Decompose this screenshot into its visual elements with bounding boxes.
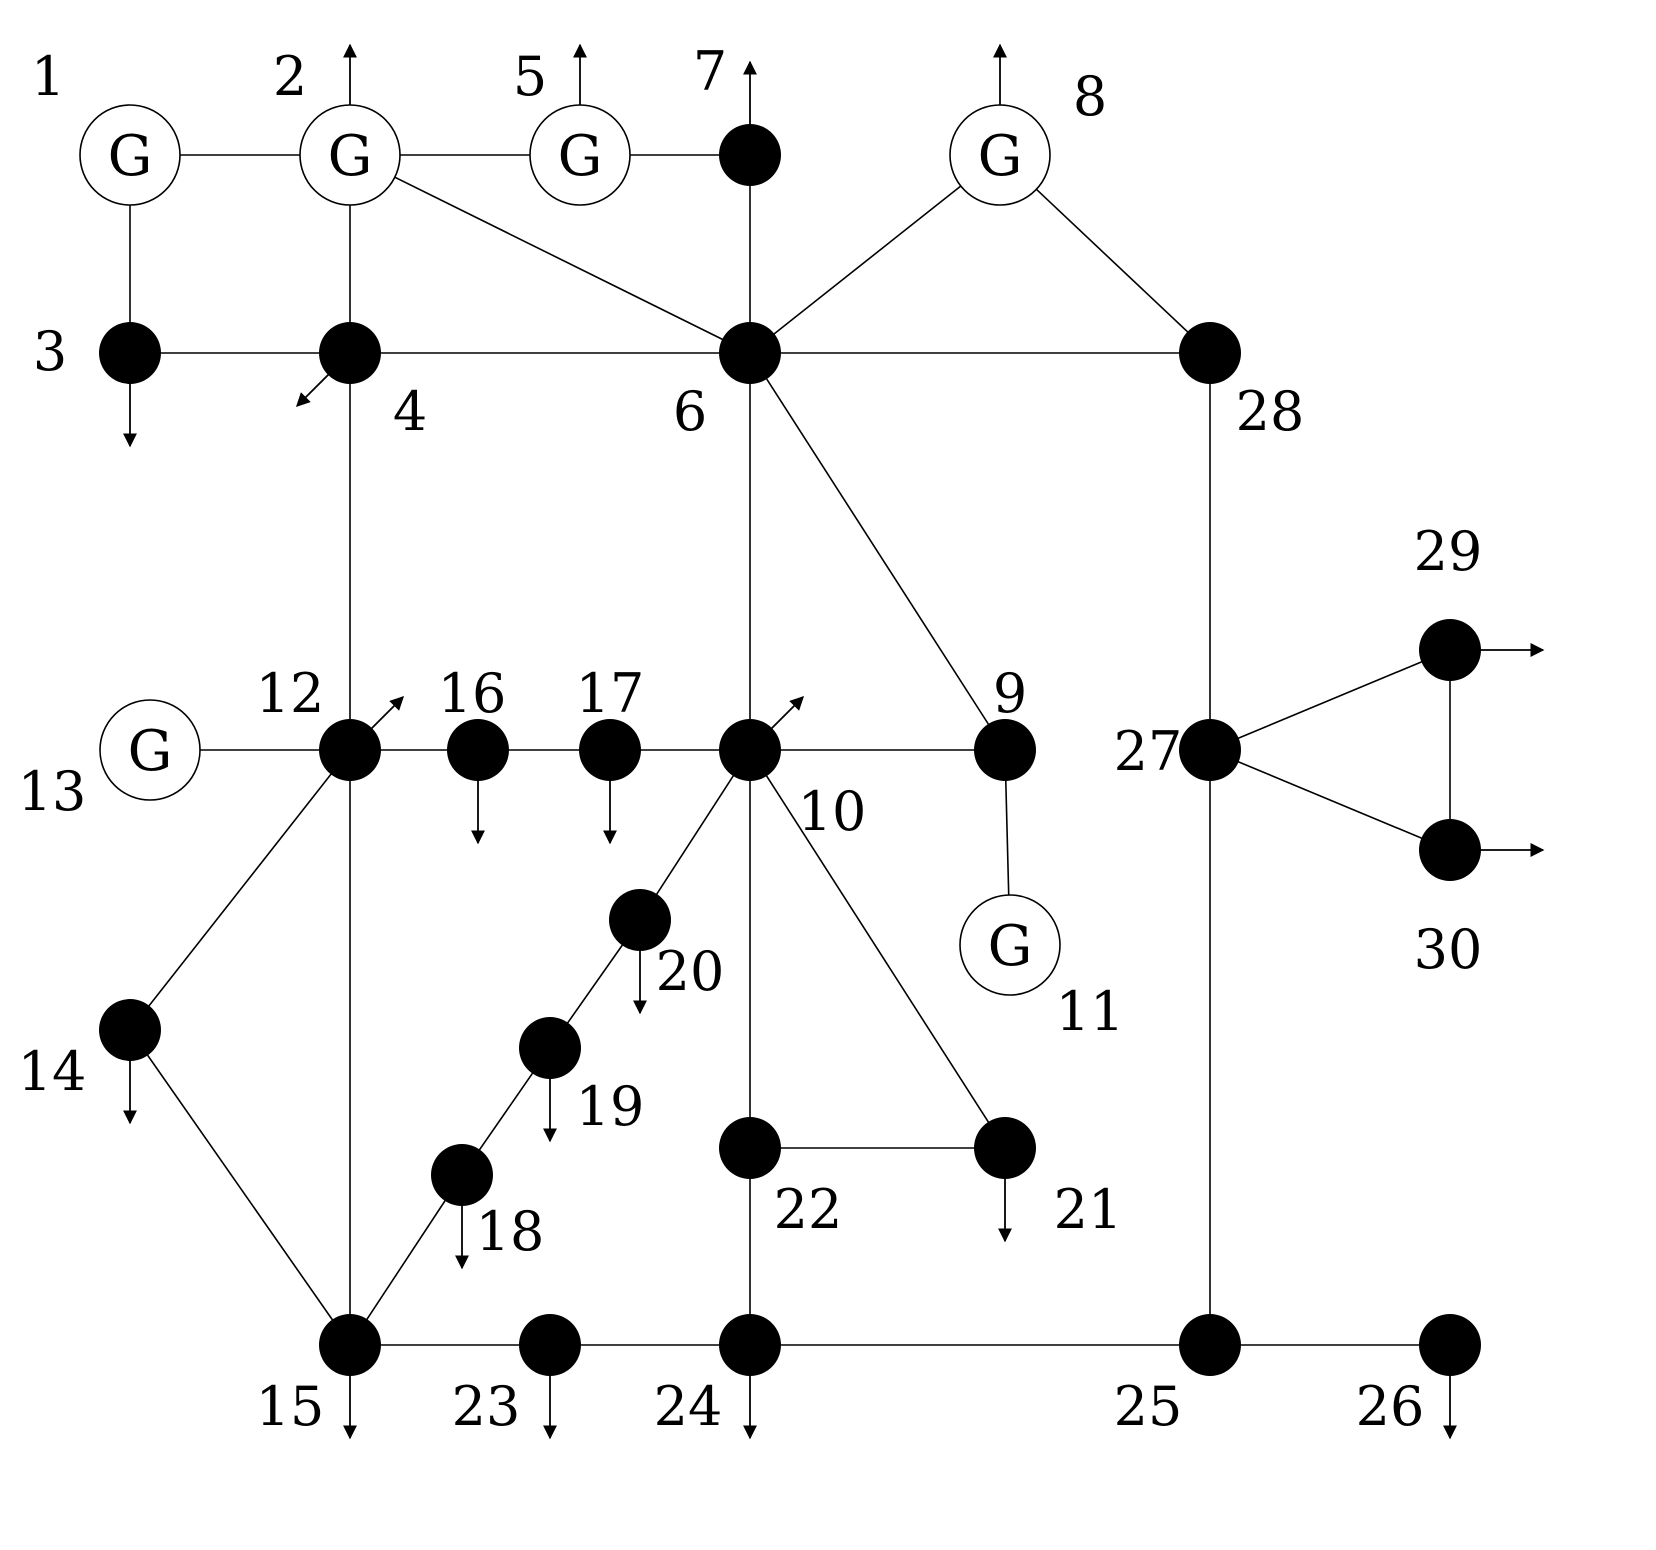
load-bus-23 (519, 1314, 581, 1376)
generator-symbol-8: G (978, 124, 1023, 189)
generator-symbol-13: G (128, 719, 173, 784)
bus-label-5: 5 (513, 45, 547, 108)
load-bus-3 (99, 322, 161, 384)
bus-label-10: 10 (798, 780, 867, 843)
load-bus-4 (319, 322, 381, 384)
load-bus-14 (99, 999, 161, 1061)
generator-symbol-2: G (328, 124, 373, 189)
load-bus-18 (431, 1144, 493, 1206)
generator-bus-5 (529, 104, 631, 206)
generator-bus-2 (299, 104, 401, 206)
bus-label-25: 25 (1114, 1375, 1183, 1438)
branch-2-6 (349, 154, 751, 354)
branch-10-20 (639, 749, 751, 921)
bus-label-8: 8 (1073, 65, 1107, 128)
bus-label-18: 18 (476, 1200, 545, 1263)
bus-label-17: 17 (576, 662, 645, 725)
load-bus-22 (719, 1117, 781, 1179)
generator-bus-1 (79, 104, 181, 206)
bus-label-27: 27 (1114, 720, 1183, 783)
load-bus-29 (1419, 619, 1481, 681)
bus-label-15: 15 (256, 1375, 325, 1438)
load-bus-10 (719, 719, 781, 781)
bus-label-6: 6 (673, 380, 707, 443)
bus-label-30: 30 (1414, 918, 1483, 981)
bus-label-20: 20 (656, 940, 725, 1003)
branch-10-21 (749, 749, 1006, 1149)
bus-label-29: 29 (1414, 520, 1483, 583)
load-bus-24 (719, 1314, 781, 1376)
bus-label-24: 24 (654, 1375, 723, 1438)
bus-label-2: 2 (273, 45, 307, 108)
load-bus-25 (1179, 1314, 1241, 1376)
bus-label-16: 16 (438, 662, 507, 725)
branch-27-30 (1209, 749, 1451, 851)
bus-label-1: 1 (31, 45, 65, 108)
load-bus-16 (447, 719, 509, 781)
generator-symbol-5: G (558, 124, 603, 189)
load-bus-7 (719, 124, 781, 186)
bus-label-3: 3 (33, 320, 67, 383)
load-bus-12 (319, 719, 381, 781)
bus-label-4: 4 (393, 380, 427, 443)
branch-15-18 (349, 1174, 463, 1346)
bus-label-22: 22 (774, 1178, 843, 1241)
load-bus-28 (1179, 322, 1241, 384)
bus-label-14: 14 (18, 1040, 87, 1103)
load-bus-26 (1419, 1314, 1481, 1376)
bus-label-26: 26 (1356, 1375, 1425, 1438)
branch-6-8 (749, 154, 1001, 354)
generator-bus-13 (99, 699, 201, 801)
bus-label-13: 13 (18, 760, 87, 823)
bus-label-19: 19 (576, 1075, 645, 1138)
load-bus-15 (319, 1314, 381, 1376)
bus-label-12: 12 (256, 662, 325, 725)
load-bus-20 (609, 889, 671, 951)
bus-label-9: 9 (993, 662, 1027, 725)
load-bus-9 (974, 719, 1036, 781)
bus-label-11: 11 (1056, 980, 1125, 1043)
generator-bus-11 (959, 894, 1061, 996)
branch-14-15 (129, 1029, 351, 1346)
bus-label-21: 21 (1054, 1178, 1123, 1241)
branch-6-9 (749, 352, 1006, 751)
bus-label-28: 28 (1236, 380, 1305, 443)
load-bus-21 (974, 1117, 1036, 1179)
load-bus-17 (579, 719, 641, 781)
branch-27-29 (1209, 649, 1451, 751)
bus-label-7: 7 (693, 40, 727, 103)
buses-layer: G G G G G G (79, 104, 1481, 1376)
generator-symbol-1: G (108, 124, 153, 189)
branch-12-14 (129, 749, 351, 1031)
load-bus-6 (719, 322, 781, 384)
bus-label-23: 23 (452, 1375, 521, 1438)
generator-symbol-11: G (988, 914, 1033, 979)
generator-bus-8 (949, 104, 1051, 206)
load-bus-30 (1419, 819, 1481, 881)
branches-layer (129, 154, 1451, 1346)
load-bus-19 (519, 1017, 581, 1079)
load-bus-27 (1179, 719, 1241, 781)
